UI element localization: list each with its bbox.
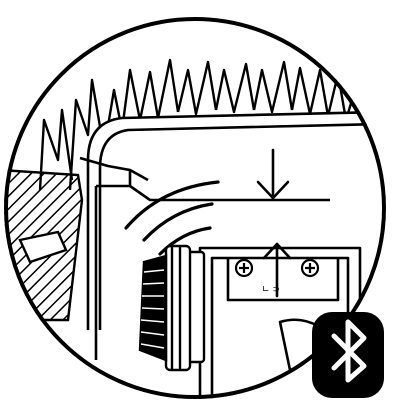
arrow-down-icon <box>256 148 290 200</box>
grass-blades <box>38 58 368 191</box>
circular-frame <box>4 17 386 399</box>
arrow-up-icon <box>262 242 292 298</box>
panel-label: ∟ ⊃ <box>262 285 280 295</box>
rotary-knob-icon <box>138 244 206 372</box>
bluetooth-icon <box>312 312 384 398</box>
screw-icon <box>234 258 320 278</box>
wireless-signal-icon <box>124 180 220 256</box>
